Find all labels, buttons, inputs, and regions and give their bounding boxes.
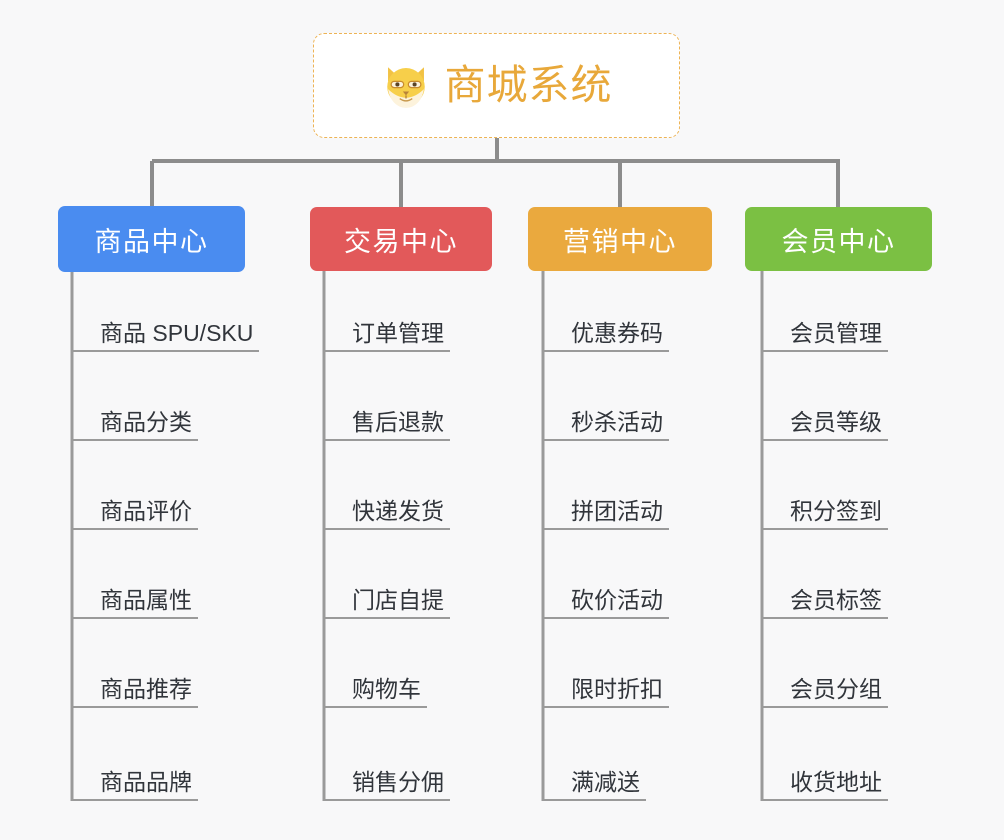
leaf-item[interactable]: 商品品牌	[72, 755, 198, 801]
leaf-item[interactable]: 收货地址	[762, 755, 888, 801]
leaf-item[interactable]: 会员管理	[762, 306, 888, 352]
dog-face-icon	[386, 66, 425, 108]
leaf-item[interactable]: 售后退款	[324, 395, 450, 441]
category-header[interactable]: 交易中心	[310, 207, 492, 271]
root-node[interactable]: 商城系统	[313, 33, 680, 138]
category-header[interactable]: 商品中心	[58, 206, 245, 272]
leaf-item[interactable]: 订单管理	[324, 306, 450, 352]
leaf-item[interactable]: 商品分类	[72, 395, 198, 441]
leaf-item[interactable]: 满减送	[543, 755, 646, 801]
leaf-item[interactable]: 会员标签	[762, 573, 888, 619]
leaf-item[interactable]: 限时折扣	[543, 662, 669, 708]
leaf-item[interactable]: 会员分组	[762, 662, 888, 708]
leaf-item[interactable]: 砍价活动	[543, 573, 669, 619]
leaf-item[interactable]: 销售分佣	[324, 755, 450, 801]
leaf-item[interactable]: 商品 SPU/SKU	[72, 306, 260, 352]
leaf-item[interactable]: 快递发货	[324, 484, 450, 530]
leaf-item[interactable]: 商品推荐	[72, 662, 198, 708]
category-header[interactable]: 会员中心	[745, 207, 932, 271]
leaf-item[interactable]: 会员等级	[762, 395, 888, 441]
leaf-item[interactable]: 积分签到	[762, 484, 888, 530]
leaf-item[interactable]: 拼团活动	[543, 484, 669, 530]
leaf-item[interactable]: 优惠券码	[543, 306, 669, 352]
root-title: 商城系统	[444, 62, 613, 108]
leaf-item[interactable]: 门店自提	[324, 573, 450, 619]
leaf-item[interactable]: 购物车	[324, 662, 427, 708]
category-header[interactable]: 营销中心	[528, 207, 712, 271]
leaf-item[interactable]: 商品评价	[72, 484, 198, 530]
leaf-item[interactable]: 商品属性	[72, 573, 198, 619]
leaf-item[interactable]: 秒杀活动	[543, 395, 669, 441]
